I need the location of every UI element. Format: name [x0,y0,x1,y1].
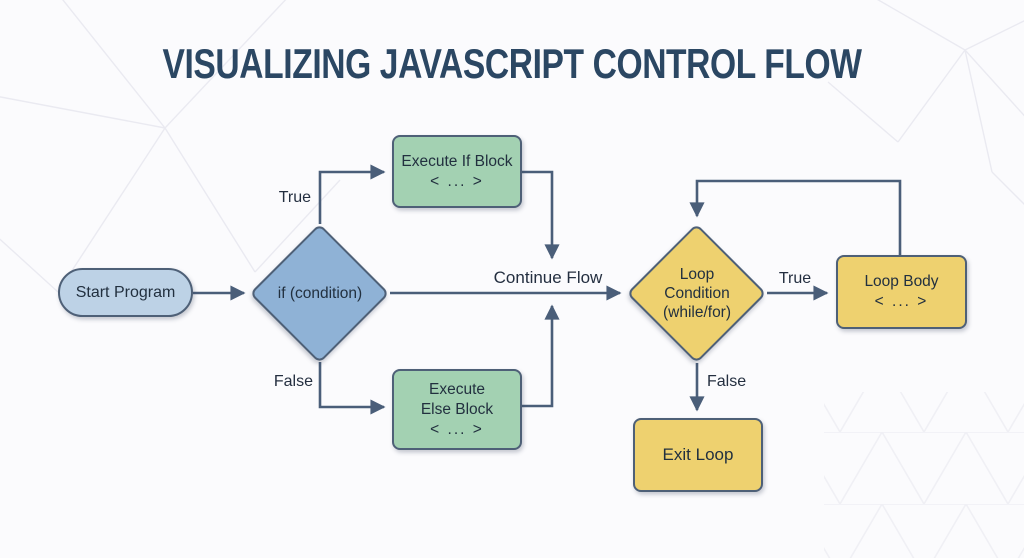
label-loop-true: True [778,270,812,287]
node-loop-body-line: Loop Body [864,273,939,290]
edge-body-back-to-loop [689,179,902,255]
label-if-false: False [273,373,313,390]
node-loop-condition-label: Loop Condition (while/for) [627,264,767,322]
label-if-true: True [278,189,311,206]
edge-if-false-to-elseblock [318,362,386,415]
node-loop-condition-line3: (while/for) [662,303,732,321]
label-continue-flow: Continue Flow [493,268,603,287]
node-execute-if-block: Execute If Block < ... > [392,135,522,208]
node-exit-loop-label: Exit Loop [662,445,734,464]
node-loop-condition-line1: Loop [679,265,715,283]
node-execute-if-line: Execute If Block [401,152,513,170]
node-if-condition-label: if (condition) [277,284,363,302]
node-execute-else-block: Execute Else Block < ... > [392,369,522,450]
node-start-program-label: Start Program [75,283,176,301]
edge-if-true-to-ifblock [318,164,386,224]
edge-ifblock-to-flow [522,170,560,260]
node-loop-condition-line2: Condition [664,284,730,302]
node-execute-else-line2: Else Block [420,400,494,418]
label-loop-false: False [707,373,747,390]
node-execute-else-code: < ... > [430,420,484,438]
node-execute-if-code: < ... > [430,172,484,190]
page-title: VISUALIZING JAVASCRIPT CONTROL FLOW [162,40,862,87]
node-execute-else-line1: Execute [428,380,485,398]
node-loop-body: Loop Body < ... > [836,255,967,329]
node-loop-body-code: < ... > [874,293,929,310]
node-exit-loop: Exit Loop [633,418,763,492]
edge-elseblock-to-flow [522,304,560,408]
node-start-program: Start Program [58,268,193,317]
